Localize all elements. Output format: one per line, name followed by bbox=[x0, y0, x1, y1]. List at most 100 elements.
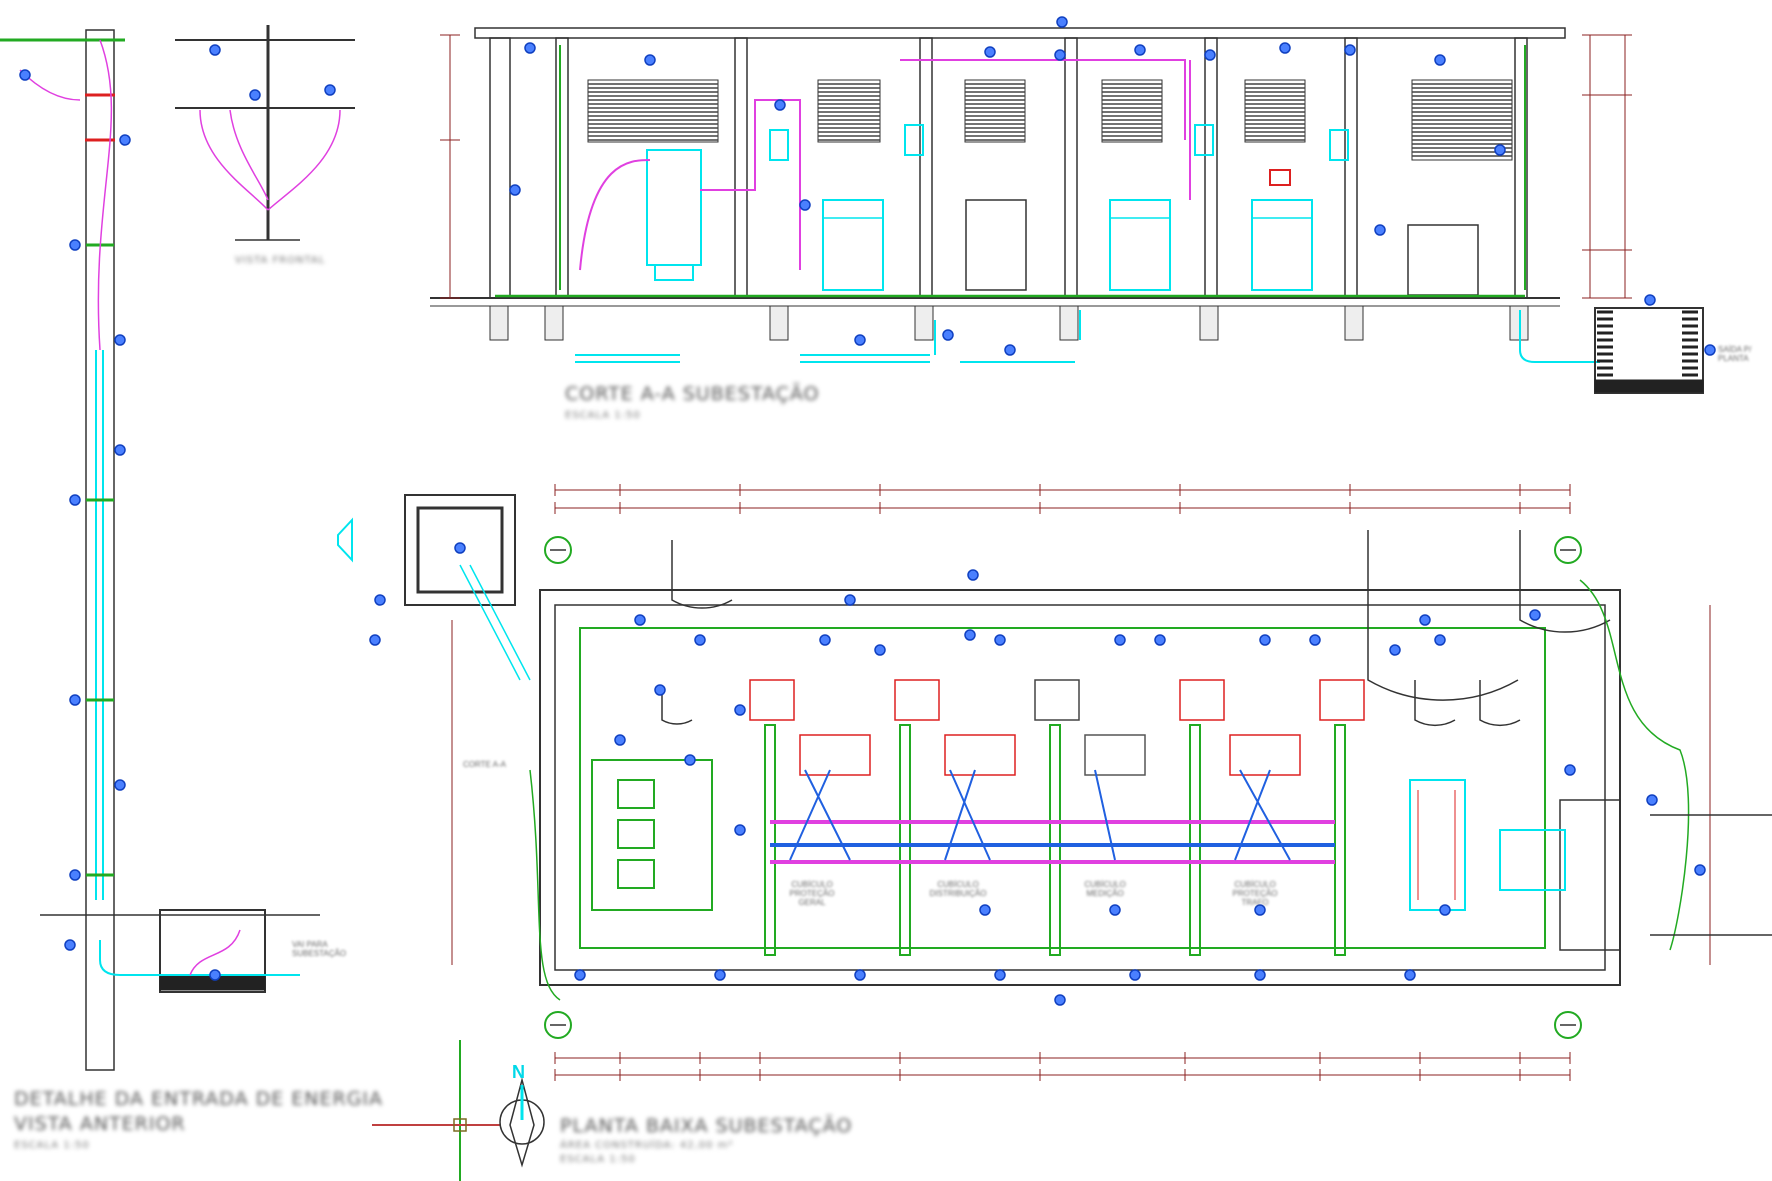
callout-bubble bbox=[734, 824, 746, 836]
callout-bubble bbox=[1259, 634, 1271, 646]
wall bbox=[555, 37, 569, 299]
callout-bubble bbox=[614, 734, 626, 746]
footing bbox=[544, 305, 564, 341]
pipe bbox=[459, 564, 531, 681]
wall bbox=[919, 37, 933, 299]
switchgear-cubicle bbox=[1109, 199, 1171, 291]
cubicle-top bbox=[1179, 679, 1225, 721]
measurement-cubicle bbox=[965, 199, 1027, 291]
cable bbox=[579, 59, 1191, 271]
entry-scale: ESCALA 1:50 bbox=[14, 1140, 90, 1151]
north-label: N bbox=[512, 1062, 525, 1082]
louver bbox=[1244, 79, 1306, 143]
section-title: CORTE A-A SUBESTAÇÃO bbox=[565, 383, 820, 405]
compass-rose bbox=[509, 1077, 535, 1168]
transformer-coil bbox=[617, 819, 655, 849]
callout-bubble bbox=[1309, 634, 1321, 646]
entry-room bbox=[1559, 799, 1621, 951]
partition bbox=[764, 724, 776, 956]
callout-bubble bbox=[1004, 344, 1016, 356]
outer-wall bbox=[539, 589, 1621, 986]
room-label-2: CUBÍCULO DISTRIBUIÇÃO bbox=[929, 880, 987, 898]
insulator-box bbox=[904, 124, 924, 156]
wall bbox=[1514, 37, 1528, 299]
callout-bubble bbox=[684, 754, 696, 766]
callout-bubble bbox=[574, 969, 586, 981]
switchgear-cubicle bbox=[822, 199, 884, 291]
callout-bubble bbox=[1109, 904, 1121, 916]
to-plant-label: SAÍDA P/ PLANTA bbox=[1718, 345, 1752, 363]
transformer-plan bbox=[1409, 779, 1466, 911]
insulator-box bbox=[1194, 124, 1214, 156]
callout-bubble bbox=[1704, 344, 1716, 356]
callout-bubble bbox=[714, 969, 726, 981]
partition bbox=[1189, 724, 1201, 956]
callout-bubble bbox=[1154, 634, 1166, 646]
callout-bubble bbox=[1439, 904, 1451, 916]
callout-bubble bbox=[509, 184, 521, 196]
callout-bubble bbox=[694, 634, 706, 646]
callout-bubble bbox=[249, 89, 261, 101]
door-swing bbox=[661, 690, 693, 725]
callout-bubble bbox=[1254, 969, 1266, 981]
cubicle-top bbox=[894, 679, 940, 721]
callout-bubble bbox=[1434, 634, 1446, 646]
manhole-gravel bbox=[1594, 379, 1704, 393]
manhole bbox=[1594, 307, 1704, 394]
callout-bubble bbox=[1054, 49, 1066, 61]
footing bbox=[489, 305, 509, 341]
cable bbox=[199, 109, 341, 211]
callout-bubble bbox=[942, 329, 954, 341]
transformer bbox=[646, 149, 702, 266]
callout-bubble bbox=[69, 494, 81, 506]
wall bbox=[1344, 37, 1358, 299]
callout-bubble bbox=[819, 634, 831, 646]
busbar bbox=[1229, 734, 1301, 776]
tank-inner bbox=[416, 506, 504, 594]
callout-bubble bbox=[1694, 864, 1706, 876]
entry-pole-detail bbox=[0, 25, 355, 1071]
callout-bubble bbox=[64, 939, 76, 951]
callout-bubble bbox=[1204, 49, 1216, 61]
callout-bubble bbox=[994, 634, 1006, 646]
ground-rod-icon bbox=[1554, 1011, 1582, 1039]
duct bbox=[1519, 310, 1600, 363]
callout-bubble bbox=[654, 684, 666, 696]
axis-origin bbox=[453, 1118, 467, 1132]
roof-slab bbox=[474, 27, 1566, 39]
louver bbox=[964, 79, 1026, 143]
cut-mark-label: CORTE A-A bbox=[463, 760, 506, 769]
cubicle-top bbox=[1034, 679, 1080, 721]
callout-bubble bbox=[1056, 16, 1068, 28]
entry-subtitle: VISTA ANTERIOR bbox=[14, 1113, 186, 1135]
duct bbox=[99, 940, 300, 976]
callout-bubble bbox=[524, 42, 536, 54]
callout-bubble bbox=[984, 46, 996, 58]
louver bbox=[817, 79, 881, 143]
callout-bubble bbox=[799, 199, 811, 211]
louver bbox=[1101, 79, 1163, 143]
partition bbox=[1049, 724, 1061, 956]
callout-bubble bbox=[69, 869, 81, 881]
wall bbox=[1204, 37, 1218, 299]
cabinet bbox=[1407, 224, 1479, 296]
transformer-base bbox=[654, 264, 694, 281]
callout-bubble bbox=[1494, 144, 1506, 156]
wall bbox=[734, 37, 748, 299]
entry-title: DETALHE DA ENTRADA DE ENERGIA bbox=[14, 1088, 384, 1110]
transformer-detail bbox=[1417, 790, 1456, 900]
footing bbox=[769, 305, 789, 341]
door-swing bbox=[1519, 530, 1611, 633]
plan-subtitle: ÁREA CONSTRUÍDA: 42,00 m² bbox=[560, 1140, 734, 1151]
callout-bubble bbox=[634, 614, 646, 626]
switchgear-cubicle bbox=[1251, 199, 1313, 291]
callout-bubble bbox=[1529, 609, 1541, 621]
callout-bubble bbox=[844, 594, 856, 606]
callout-bubble bbox=[854, 969, 866, 981]
callout-bubble bbox=[854, 334, 866, 346]
callout-bubble bbox=[964, 629, 976, 641]
callout-bubble bbox=[1114, 634, 1126, 646]
door-swing bbox=[1414, 680, 1456, 727]
transformer-coil bbox=[617, 779, 655, 809]
